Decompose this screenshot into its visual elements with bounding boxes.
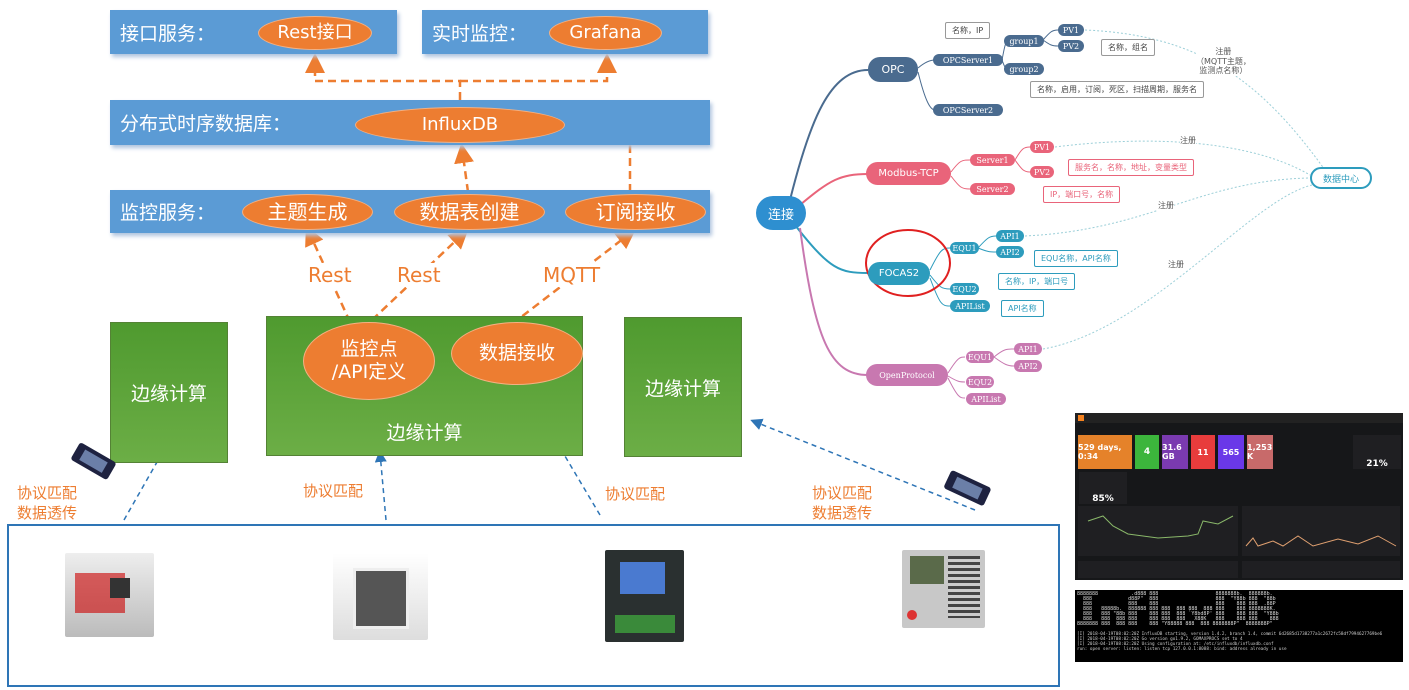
register-label-openprotocol: 注册 [1168,260,1184,270]
protocol-rest-2: Rest [397,263,441,287]
modbus-server2-node: Server2 [970,183,1015,195]
openprotocol-equ2-node: EQU2 [966,376,994,388]
tsdb-label: 分布式时序数据库： [120,113,292,135]
modbus-server-note: IP，端口号，名称 [1043,186,1121,203]
modbus-pv1-node: PV1 [1030,141,1054,153]
modbus-pv2-node: PV2 [1030,166,1054,178]
opc-server2-node: OPCServer2 [933,104,1003,116]
rest-interface-node: Rest接口 [258,16,372,50]
modbus-server1-node: Server1 [970,154,1015,166]
edge-right-label: 边缘计算 [644,377,721,400]
data-receive-node: 数据接收 [451,322,583,385]
realtime-monitor-bar: 实时监控： [422,10,708,54]
focas-api2-node: API2 [996,246,1024,258]
grafana-stat-red: 11 [1191,435,1215,469]
edge-computing-right: 边缘计算 [624,317,742,457]
openprotocol-api2-node: API2 [1014,360,1042,372]
influxdb-node: InfluxDB [355,107,565,143]
influxdb-terminal-screenshot: 8888888 .d888 888 8888888b. 888888b. 888… [1075,590,1403,662]
opc-server1-node: OPCServer1 [933,54,1003,66]
terminal-line: [I] 2018-04-19T08:02:20Z InfluxDB starti… [1077,632,1383,637]
grafana-node: Grafana [549,16,662,50]
focas-equ-note: 名称，IP，端口号 [998,273,1076,290]
focas-api-note: EQU名称，API名称 [1034,250,1118,267]
register-label-focas: 注册 [1158,201,1174,211]
modbus-node: Modbus-TCP [866,162,951,185]
edge-left-label: 边缘计算 [130,383,207,405]
openprotocol-apilist-node: APIList [966,393,1006,405]
terminal-line: [I] 2018-04-19T08:02:20Z Using configura… [1077,642,1274,647]
register-mqtt-label: 注册 （MQTT主题， 监测点名称） [1196,47,1251,76]
machining-center-image [333,553,428,640]
opc-group-note: 名称，启用，订阅，死区，扫描周期，服务名 [1030,81,1204,98]
monitor-point-api-node: 监控点 /API定义 [303,322,435,400]
serial-connector-icon [71,443,116,480]
modbus-pv-note: 服务名，名称，地址，变量类型 [1068,159,1194,176]
cnc-lathe-image [65,553,154,637]
grafana-topbar [1075,413,1403,423]
table-creation-node: 数据表创建 [394,194,545,230]
grafana-graphs [1078,506,1400,578]
opc-pv2-node: PV2 [1058,40,1084,52]
influxdb-ascii-logo: 8888888 .d888 888 8888888b. 888888b. 888… [1077,591,1279,627]
protocol-label-3: 协议匹配 [605,485,666,503]
protocol-rest-1: Rest [308,263,352,287]
edge-computing-left: 边缘计算 [110,322,228,463]
opc-pv1-node: PV1 [1058,24,1084,36]
protocol-label-4: 协议匹配 数据透传 [812,484,873,522]
grafana-stat-pink: 1,253 K [1247,435,1273,469]
mindmap-root-node: 连接 [756,196,806,230]
grafana-dashboard-screenshot: 529 days, 0:34 4 31.6 GB 11 565 1,253 K … [1075,413,1403,580]
focas-apilist-note: API名称 [1001,300,1044,317]
focas-equ2-node: EQU2 [950,283,979,295]
topic-generation-node: 主题生成 [242,194,373,230]
grafana-gauge-2: 85% [1079,472,1127,504]
grafana-stat-memory: 31.6 GB [1162,435,1188,469]
grafana-stat-purple: 565 [1218,435,1244,469]
realtime-monitor-label: 实时监控： [432,22,528,45]
opc-node: OPC [868,57,918,82]
openprotocol-equ1-node: EQU1 [966,351,994,363]
edge-center-label: 边缘计算 [386,422,463,444]
register-label-modbus: 注册 [1180,136,1196,146]
subscribe-receive-node: 订阅接收 [565,194,706,230]
focas-equ1-node: EQU1 [950,242,979,254]
protocol-label-2: 协议匹配 [303,482,364,500]
terminal-line: run: open server: listen: listen tcp 127… [1077,647,1287,652]
data-center-node: 数据中心 [1310,167,1372,189]
cnc-controller-image [605,550,684,642]
openprotocol-api1-node: API1 [1014,343,1042,355]
openprotocol-node: OpenProtocol [866,364,948,386]
protocol-label-1: 协议匹配 数据透传 [17,484,78,522]
grafana-stat-cpu: 4 [1135,435,1159,469]
cnc-panel-image [902,550,985,628]
focas-highlight-circle [865,229,951,297]
focas2-node: FOCAS2 [868,262,930,285]
grafana-gauge-1: 21% [1353,435,1401,469]
opc-group2-node: group2 [1004,63,1044,75]
focas-apilist-node: APIList [950,300,990,312]
terminal-line: [I] 2018-04-19T08:02:20Z Go version go1.… [1077,637,1243,642]
grafana-stat-uptime: 529 days, 0:34 [1078,435,1132,469]
opc-pv-note: 名称，组名 [1101,39,1155,56]
opc-group1-node: group1 [1004,35,1044,47]
focas-api1-node: API1 [996,230,1024,242]
protocol-mqtt: MQTT [543,263,601,287]
opc-server-note: 名称，IP [945,22,991,39]
serial-connector-icon [944,470,991,506]
interface-service-label: 接口服务： [120,22,216,45]
monitor-service-label: 监控服务： [120,202,216,224]
